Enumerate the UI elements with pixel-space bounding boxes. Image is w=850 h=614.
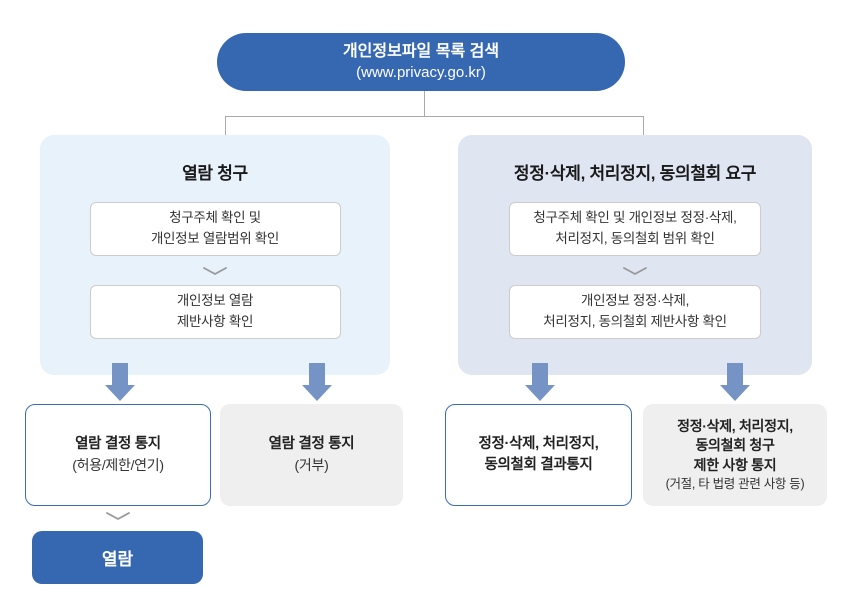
panel-view-request: 열람 청구 청구주체 확인 및 개인정보 열람범위 확인 개인정보 열람 제반사… <box>40 135 390 375</box>
left-step-1-line2: 개인정보 열람범위 확인 <box>150 231 280 246</box>
outcome-d-line4: (거절, 타 법령 관련 사항 등) <box>665 476 805 491</box>
chevron-down-icon <box>203 267 227 275</box>
chevron-down-icon <box>623 267 647 275</box>
root-node-privacy-file-search: 개인정보파일 목록 검색 (www.privacy.go.kr) <box>217 33 625 91</box>
connector-drop-right <box>643 116 644 136</box>
outcome-view-decision-refusal: 열람 결정 통지 (거부) <box>220 404 403 506</box>
connector-root-stem <box>424 90 425 116</box>
chevron-down-icon <box>106 512 130 520</box>
outcome-correction-result-notice: 정정·삭제, 처리정지, 동의철회 결과통지 <box>445 404 632 506</box>
final-node-label: 열람 <box>101 550 134 569</box>
root-title: 개인정보파일 목록 검색 <box>342 43 500 61</box>
outcome-b-line1: 열람 결정 통지 <box>268 436 355 453</box>
arrow-down-icon <box>720 363 750 401</box>
root-url: (www.privacy.go.kr) <box>356 63 486 81</box>
arrow-down-icon <box>302 363 332 401</box>
outcome-c-line1: 정정·삭제, 처리정지, <box>478 435 599 452</box>
panel-left-title: 열람 청구 <box>182 164 248 183</box>
outcome-a-line1: 열람 결정 통지 <box>75 436 161 453</box>
connector-drop-left <box>225 116 226 136</box>
outcome-d-line2: 동의철회 청구 <box>695 437 775 454</box>
right-step-1-line1: 청구주체 확인 및 개인정보 정정·삭제, <box>533 210 737 226</box>
outcome-d-line3: 제한 사항 통지 <box>693 456 777 473</box>
outcome-a-line2: (허용/제한/연기) <box>72 457 164 474</box>
left-step-1-line1: 청구주체 확인 및 <box>169 210 261 226</box>
right-step-1: 청구주체 확인 및 개인정보 정정·삭제, 처리정지, 동의철회 범위 확인 <box>509 202 761 256</box>
outcome-c-line2: 동의철회 결과통지 <box>484 457 593 473</box>
final-node-view: 열람 <box>32 531 203 584</box>
panel-right-title: 정정·삭제, 처리정지, 동의철회 요구 <box>513 164 757 183</box>
right-step-1-line2: 처리정지, 동의철회 범위 확인 <box>555 231 715 246</box>
outcome-d-line1: 정정·삭제, 처리정지, <box>677 417 793 434</box>
outcome-view-decision-notice: 열람 결정 통지 (허용/제한/연기) <box>25 404 211 506</box>
right-step-2-line2: 처리정지, 동의철회 제반사항 확인 <box>543 314 727 329</box>
outcome-correction-restriction-notice: 정정·삭제, 처리정지, 동의철회 청구 제한 사항 통지 (거절, 타 법령 … <box>643 404 827 506</box>
connector-horizontal <box>225 116 644 117</box>
left-step-2-line1: 개인정보 열람 <box>176 293 254 309</box>
right-step-2: 개인정보 정정·삭제, 처리정지, 동의철회 제반사항 확인 <box>509 285 761 339</box>
arrow-down-icon <box>105 363 135 401</box>
panel-correction-request: 정정·삭제, 처리정지, 동의철회 요구 청구주체 확인 및 개인정보 정정·삭… <box>458 135 812 375</box>
left-step-2-line2: 제반사항 확인 <box>176 314 254 329</box>
arrow-down-icon <box>525 363 555 401</box>
outcome-b-line2: (거부) <box>294 457 329 474</box>
right-step-2-line1: 개인정보 정정·삭제, <box>580 293 690 309</box>
left-step-1: 청구주체 확인 및 개인정보 열람범위 확인 <box>89 202 341 256</box>
left-step-2: 개인정보 열람 제반사항 확인 <box>89 285 341 339</box>
